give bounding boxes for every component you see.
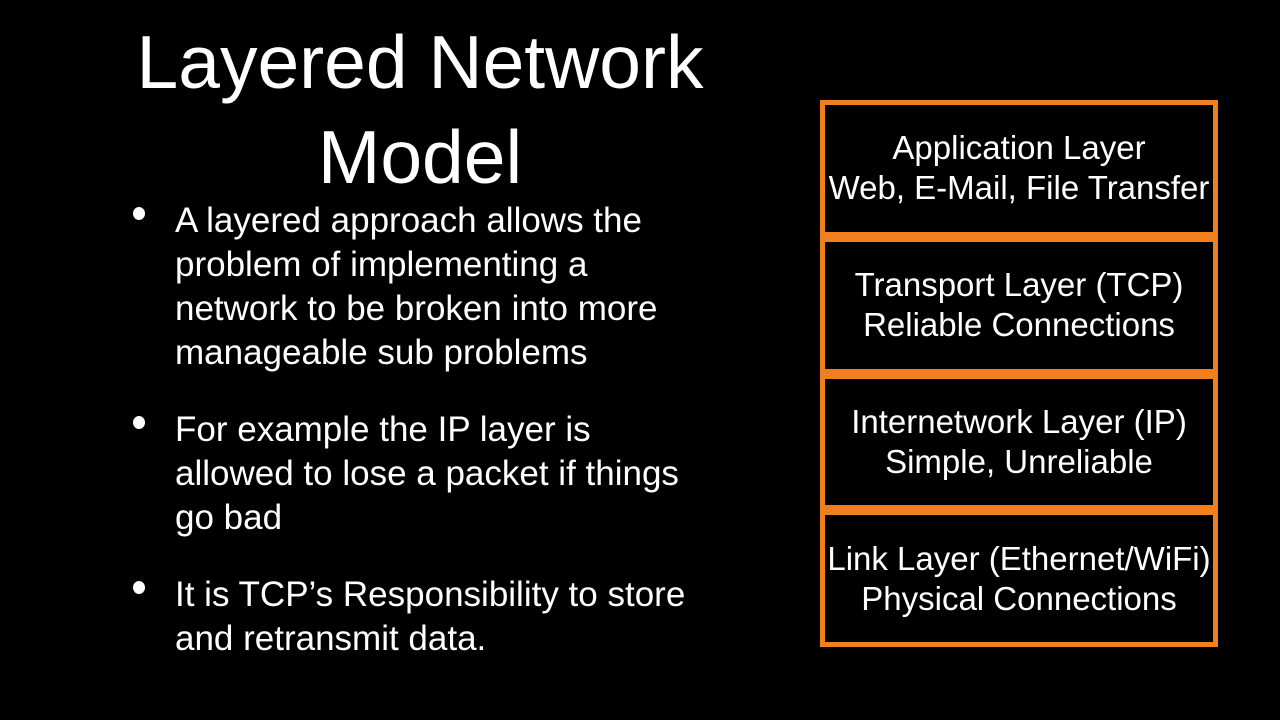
list-item: For example the IP layer is allowed to l…	[133, 408, 713, 540]
layer-stack-diagram: Application Layer Web, E-Mail, File Tran…	[820, 100, 1218, 647]
bullet-icon	[133, 416, 145, 429]
bullet-text-ip-example: For example the IP layer is allowed to l…	[175, 410, 679, 537]
layer-description: Physical Connections	[861, 579, 1177, 617]
layer-name: Application Layer	[892, 129, 1146, 167]
layer-box-internetwork: Internetwork Layer (IP) Simple, Unreliab…	[820, 373, 1218, 511]
layer-description: Web, E-Mail, File Transfer	[828, 169, 1210, 207]
list-item: A layered approach allows the problem of…	[133, 199, 713, 375]
layer-description: Reliable Connections	[863, 306, 1175, 344]
layer-box-link: Link Layer (Ethernet/WiFi) Physical Conn…	[820, 510, 1218, 647]
layer-name: Internetwork Layer (IP)	[851, 402, 1187, 440]
bullet-icon	[133, 207, 145, 220]
layer-name: Transport Layer (TCP)	[854, 266, 1184, 304]
layer-box-application: Application Layer Web, E-Mail, File Tran…	[820, 100, 1218, 237]
bullet-text-layered-approach: A layered approach allows the problem of…	[175, 201, 658, 372]
slide-title: Layered Network Model	[136, 20, 704, 199]
bullet-icon	[133, 581, 145, 594]
layer-name: Link Layer (Ethernet/WiFi)	[827, 539, 1211, 577]
layer-box-transport: Transport Layer (TCP) Reliable Connectio…	[820, 236, 1218, 374]
list-item: It is TCP’s Responsibility to store and …	[133, 573, 713, 661]
bullet-text-tcp-responsibility: It is TCP’s Responsibility to store and …	[175, 575, 686, 658]
bullet-list: A layered approach allows the problem of…	[133, 199, 713, 694]
layer-description: Simple, Unreliable	[885, 442, 1153, 480]
